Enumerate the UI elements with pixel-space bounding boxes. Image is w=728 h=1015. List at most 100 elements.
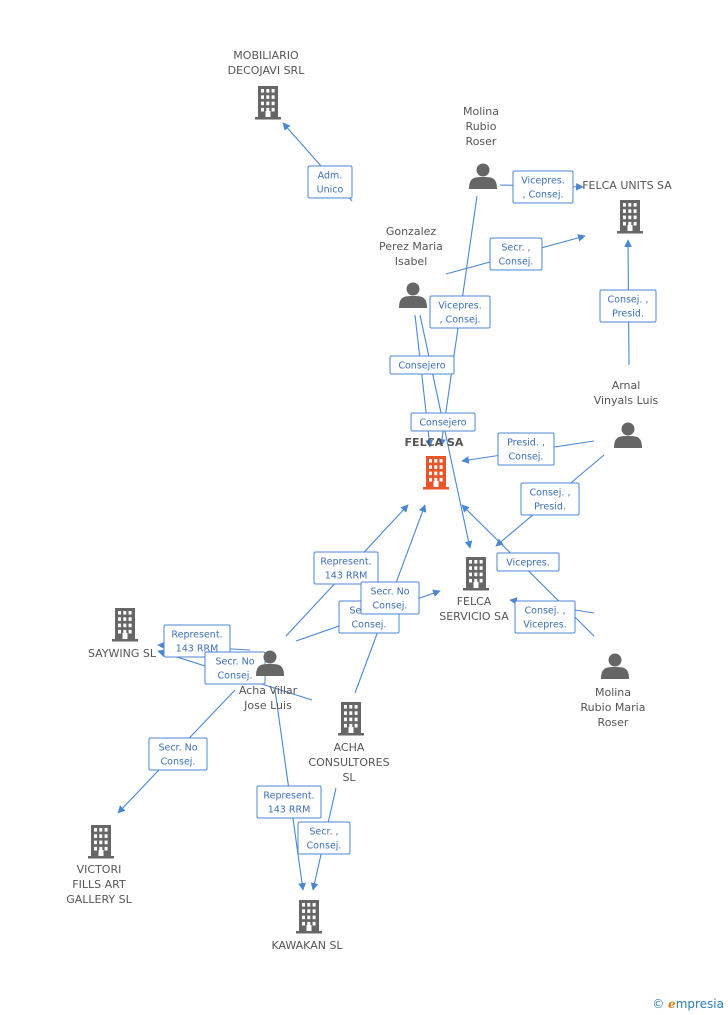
edge-label-text: Represent.	[263, 791, 314, 802]
edge-label-arnal-to-felca[interactable]: Presid. ,Consej.	[497, 432, 555, 466]
edge-label-box	[429, 295, 491, 329]
edge-label-text: Consej.	[161, 757, 196, 768]
edge-label-text: Consej.	[218, 671, 253, 682]
edge-label-molina_maria-to-felca[interactable]: Vicepres.	[496, 552, 560, 572]
building-icon	[88, 825, 114, 859]
edge-label-molina_rubio_roser-to-felca_units[interactable]: Vicepres. , Consej.	[512, 170, 574, 204]
node-label-line: Molina	[595, 686, 631, 699]
edge-label-gonzalez-to-felca_servicio[interactable]: Consejero	[410, 412, 476, 432]
edge-label-gonzalez-to-felca[interactable]: Consejero	[389, 355, 455, 375]
edge-label-arnal-to-felca_servicio[interactable]: Consej. , Presid.	[520, 482, 580, 516]
building-icon	[423, 456, 449, 490]
edge-label-arnal-to-felca_units[interactable]: Consej. ,Presid.	[599, 289, 657, 323]
node-felca-units[interactable]: FELCA UNITS SA	[582, 179, 672, 234]
edge-label-box	[489, 237, 543, 271]
edge-label-gonzalez-to-mobiliario[interactable]: Adm.Unico	[307, 165, 353, 199]
edge-label-text: Consej. ,	[530, 488, 571, 499]
node-label-line: SL	[342, 771, 356, 784]
person-icon	[256, 650, 284, 676]
node-label-line: DECOJAVI SRL	[228, 64, 306, 77]
node-label-line: ACHA	[334, 741, 365, 754]
node-label-line: Roser	[466, 135, 497, 148]
edge-label-acha_consultores-to-saywing[interactable]: Represent.143 RRM	[163, 624, 231, 658]
edge-label-text: 143 RRM	[268, 805, 311, 816]
node-label-line: Arnal	[612, 379, 641, 392]
person-icon	[601, 653, 629, 679]
edge-label-text: Vicepres.	[438, 301, 482, 312]
node-label-line: Perez Maria	[379, 240, 443, 253]
building-icon	[296, 900, 322, 934]
node-mobiliario[interactable]: MOBILIARIO DECOJAVI SRL	[228, 49, 306, 120]
nodes-layer: FELCA SA MOBILIARIO DECOJAVI SRL FELCA UNIT…	[66, 49, 672, 952]
edge-label-acha_villar-to-kawakan[interactable]: Represent. 143 RRM	[256, 785, 322, 819]
edge-label-acha_consultores-to-kawakan[interactable]: Secr. , Consej.	[297, 821, 351, 855]
person-icon	[399, 282, 427, 308]
edge-label-box	[256, 785, 322, 819]
node-kawakan[interactable]: KAWAKAN SL	[271, 900, 343, 952]
edge-label-text: Represent.	[320, 557, 371, 568]
node-label-line: Molina	[463, 105, 499, 118]
edge-label-molina_maria-to-felca_servicio[interactable]: Consej. ,Vicepres.	[514, 600, 576, 634]
edge-label-text: Presid.	[534, 502, 566, 513]
edge-label-text: Consejero	[419, 418, 466, 429]
person-icon	[614, 422, 642, 448]
node-label-line: FELCA SA	[405, 436, 464, 449]
edge-label-text: 143 RRM	[176, 644, 219, 655]
node-felca[interactable]: FELCA SA	[405, 436, 464, 490]
edge-label-text: , Consej.	[440, 315, 481, 326]
node-label-line: FILLS ART	[72, 878, 126, 891]
building-icon	[112, 608, 138, 642]
edge-label-text: Vicepres.	[506, 558, 550, 569]
edge-label-molina_rubio_roser-to-felca[interactable]: Vicepres. , Consej.	[429, 295, 491, 329]
edge-label-text: Presid.	[612, 309, 644, 320]
edge-label-text: , Consej.	[523, 190, 564, 201]
edge-label-text: Vicepres.	[521, 176, 565, 187]
edge-label-text: Consej.	[373, 601, 408, 612]
person-icon	[469, 163, 497, 189]
edge-label-text: Consejero	[398, 361, 445, 372]
edge-label-acha_villar-to-felca[interactable]: Represent.143 RRM	[313, 551, 379, 585]
edge-label-box	[512, 170, 574, 204]
edge-label-text: Secr. ,	[309, 827, 338, 838]
edge-label-text: Secr. No	[370, 587, 409, 598]
node-label-line: SAYWING SL	[88, 647, 157, 660]
edge-label-text: Consej. ,	[525, 606, 566, 617]
edge-label-gonzalez-to-felca_units[interactable]: Secr. ,Consej.	[489, 237, 543, 271]
node-label-line: KAWAKAN SL	[271, 939, 343, 952]
edge-label-text: Consej.	[499, 257, 534, 268]
building-icon	[338, 702, 364, 736]
edge-label-text: Consej.	[307, 841, 342, 852]
node-label-line: FELCA UNITS SA	[582, 179, 672, 192]
node-saywing[interactable]: SAYWING SL	[88, 608, 157, 660]
brand-logo-initial: e	[668, 997, 676, 1011]
edge-label-box	[496, 552, 560, 572]
node-label-line: Acha Villar	[239, 684, 298, 697]
edge-label-acha_consultores-to-felca[interactable]: Secr. No Consej.	[360, 581, 420, 615]
edge-label-box	[520, 482, 580, 516]
edge-label-text: Secr. No	[215, 657, 254, 668]
node-label-line: Roser	[598, 716, 629, 729]
edge-label-box	[163, 624, 231, 658]
edge-label-text: Consej.	[509, 452, 544, 463]
edge-label-acha_villar-to-saywing[interactable]: Secr. No Consej.	[204, 651, 266, 685]
copyright-symbol: ©	[652, 997, 665, 1011]
edge-label-box	[297, 821, 351, 855]
node-label-line: FELCA	[457, 595, 492, 608]
node-felca-servicio[interactable]: FELCA SERVICIO SA	[439, 557, 509, 623]
node-label-line: MOBILIARIO	[233, 49, 299, 62]
edge-label-box	[148, 737, 208, 771]
empresia-watermark[interactable]: © empresia	[652, 997, 724, 1011]
node-label-line: SERVICIO SA	[439, 610, 509, 623]
edge-label-box	[410, 412, 476, 432]
edge-label-box	[389, 355, 455, 375]
